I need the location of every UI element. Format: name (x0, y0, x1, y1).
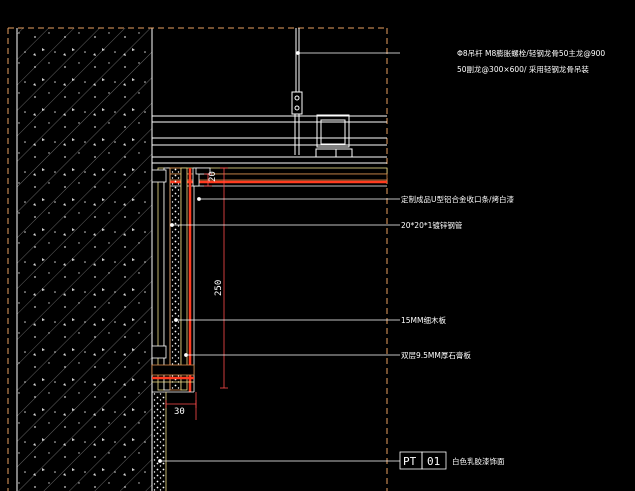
label-board-15: 15MM细木板 (401, 315, 446, 325)
hanger-rod (291, 28, 303, 155)
corner-u-channel (192, 167, 211, 187)
dimension-250: 250 (214, 280, 224, 296)
ceiling-layers (166, 167, 388, 187)
label-square-tube: 20*20*1镀锌钢管 (401, 220, 463, 230)
ceiling-beams (152, 115, 387, 164)
dimension-20: 20 (208, 171, 218, 182)
label-pt-finish: 白色乳胶漆饰面 (452, 456, 505, 466)
label-hanger-line1: Φ8吊杆 M8膨胀螺栓/轻钢龙骨50主龙@900 (457, 48, 605, 58)
bulkhead-side (151, 167, 195, 392)
concrete-wall (16, 28, 153, 491)
material-tag: PT 01 (399, 451, 447, 470)
label-u-channel: 定制成品U型铝合金收口条/烤白漆 (401, 194, 515, 204)
dimension-30: 30 (174, 407, 185, 417)
tag-code: PT (403, 455, 417, 468)
wall-plaster (152, 392, 167, 491)
dimension-lines (165, 167, 228, 420)
leader-lines (158, 51, 400, 463)
dashed-frame (7, 27, 388, 491)
main-keel (315, 114, 353, 158)
label-hanger-line2: 50副龙@300×600/ 采用轻钢龙骨吊装 (457, 64, 589, 74)
tag-number: 01 (427, 455, 440, 468)
label-gypsum-95: 双层9.5MM厚石膏板 (401, 350, 471, 360)
